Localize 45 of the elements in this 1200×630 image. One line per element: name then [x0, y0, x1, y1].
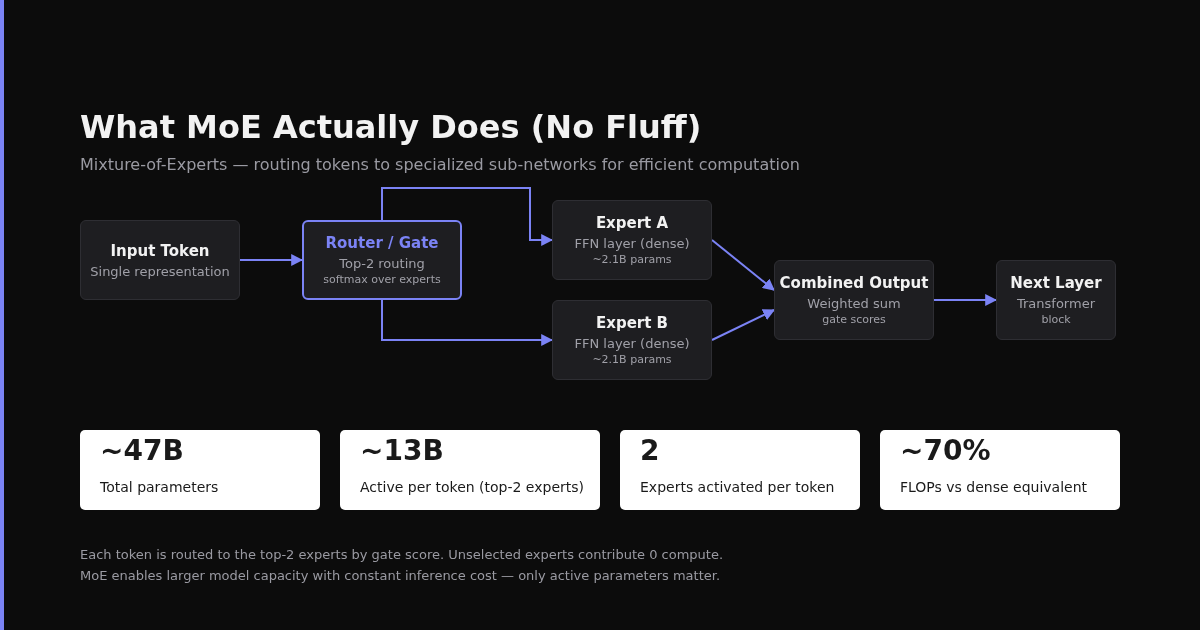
stat-card [80, 430, 320, 510]
node-subtitle: Top-2 routing [339, 256, 425, 271]
node-subtitle: FFN layer (dense) [574, 336, 690, 351]
stat-value: ~70% [900, 434, 992, 467]
arrow [381, 299, 554, 346]
node-subtitle: FFN layer (dense) [574, 236, 690, 251]
stat-card [620, 430, 860, 510]
node-title: Expert B [595, 314, 669, 332]
router-box [302, 220, 462, 300]
stat-card [340, 430, 600, 510]
stat-description: Experts activated per token [640, 479, 836, 495]
stat-description: Active per token (top-2 experts) [360, 479, 586, 495]
subtitle: Mixture-of-Experts — routing tokens to specialized sub-networks for efficient computation [80, 155, 800, 174]
arrow [933, 294, 998, 306]
node-detail: softmax over experts [323, 273, 441, 286]
stat-card [880, 430, 1120, 510]
node-detail: block [1041, 313, 1071, 326]
arrow [711, 309, 776, 341]
node-title: Next Layer [1010, 274, 1102, 292]
node-title: Input Token [110, 241, 210, 260]
process-box [80, 220, 240, 300]
arrow [711, 239, 775, 291]
node-detail: gate scores [822, 313, 886, 326]
node-detail: ~2.1B params [592, 253, 672, 266]
arrow [381, 187, 554, 246]
node-subtitle: Single representation [90, 263, 230, 279]
stat-value: ~47B [100, 434, 185, 467]
node-title: Router / Gate [325, 234, 439, 252]
node-subtitle: Weighted sum [807, 296, 901, 311]
node-title: Combined Output [779, 274, 929, 292]
process-box [774, 260, 934, 340]
footnote: Each token is routed to the top-2 experts by gate score. Unselected experts contribute 0 compute. [80, 547, 724, 562]
stat-value: 2 [640, 434, 661, 467]
process-box [552, 200, 712, 280]
footnote: MoE enables larger model capacity with constant inference cost — only active parameters matter. [80, 568, 721, 583]
stat-value: ~13B [360, 434, 445, 467]
stat-description: FLOPs vs dense equivalent [900, 479, 1089, 495]
node-detail: ~2.1B params [592, 353, 672, 366]
process-box [552, 300, 712, 380]
title: What MoE Actually Does (No Fluff) [80, 108, 702, 146]
arrow [239, 254, 304, 266]
stat-description: Total parameters [100, 479, 220, 495]
node-title: Expert A [595, 214, 669, 232]
node-subtitle: Transformer [1017, 296, 1095, 311]
process-box [996, 260, 1116, 340]
